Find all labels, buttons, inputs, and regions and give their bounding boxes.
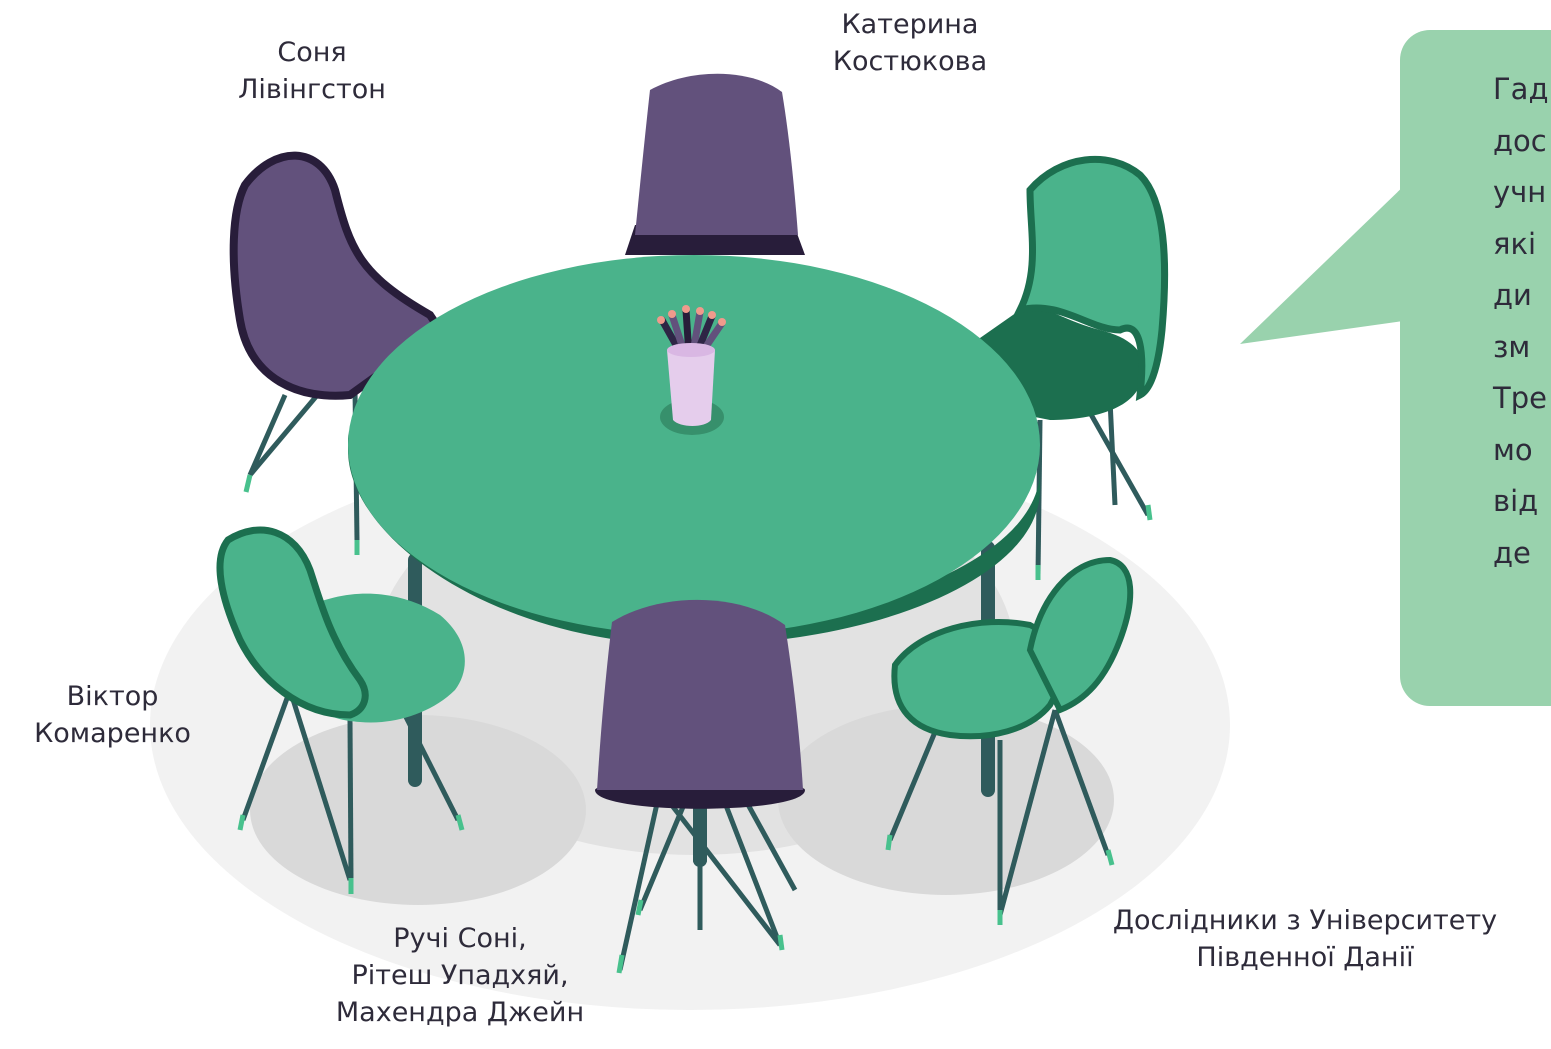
label-southern-denmark-researchers: Дослідники з Університету Південної Дані…	[1060, 902, 1550, 976]
bubble-line: де	[1493, 528, 1549, 580]
label-viktor-komarenko: Віктор Комаренко	[0, 678, 225, 752]
bubble-line: ди	[1493, 270, 1549, 322]
speech-bubble-tail	[1230, 150, 1420, 350]
bubble-line: дос	[1493, 116, 1549, 168]
bubble-line: які	[1493, 219, 1549, 271]
bubble-line: від	[1493, 476, 1549, 528]
bubble-line: мо	[1493, 425, 1549, 477]
bubble-line: учн	[1493, 167, 1549, 219]
label-ruchi-ritesh-mahendra: Ручі Соні, Рітеш Упадхяй, Махендра Джейн	[290, 920, 630, 1031]
bubble-line: Тре	[1493, 373, 1549, 425]
bubble-line: зм	[1493, 322, 1549, 374]
chair-back-center	[625, 74, 805, 255]
bubble-line: Гад	[1493, 64, 1549, 116]
label-sonia-livingston: Соня Лівінгстон	[212, 34, 412, 108]
speech-bubble-text: Гад дос учн які ди зм Тре мо від де	[1493, 64, 1549, 579]
label-kateryna-kostiukova: Катерина Костюкова	[795, 6, 1025, 80]
